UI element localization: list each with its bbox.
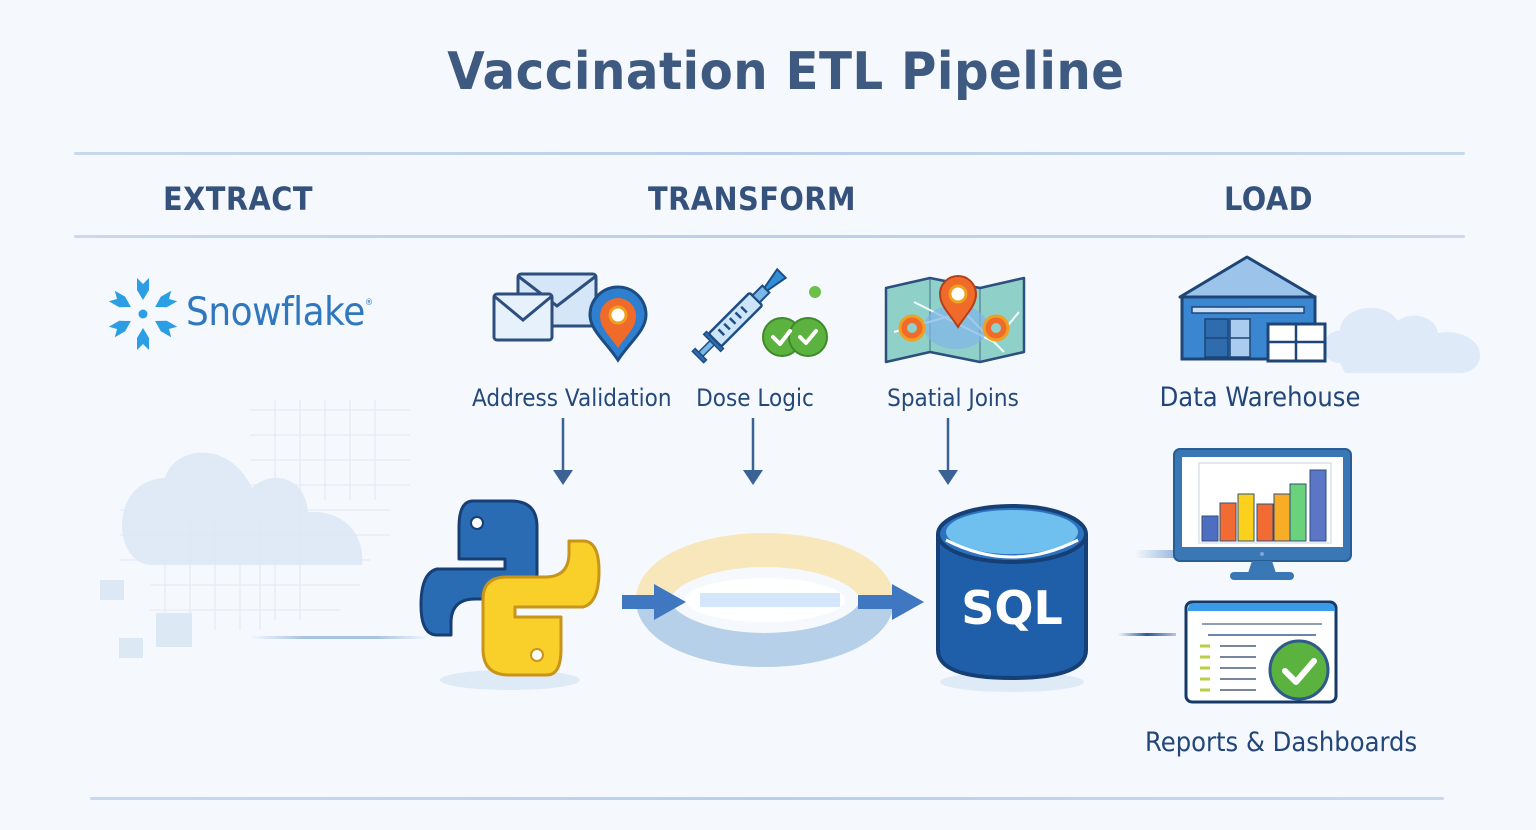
divider-headers xyxy=(74,235,1465,238)
down-arrow-dose xyxy=(743,418,763,485)
down-arrows xyxy=(553,418,958,485)
cloud-shape-left xyxy=(122,452,363,565)
down-arrow-spatial xyxy=(938,418,958,485)
phase-heading-transform: TRANSFORM xyxy=(648,180,856,218)
report-checkmark-icon xyxy=(1184,600,1338,704)
transform-flow-ring xyxy=(622,533,924,667)
check-circle xyxy=(1268,639,1330,701)
envelope-location-pin-icon xyxy=(492,272,648,363)
connector-to-report xyxy=(1118,633,1176,636)
step-label-spatial-joins: Spatial Joins xyxy=(887,384,1019,412)
connector-to-monitor xyxy=(1135,550,1180,558)
step-label-address-validation: Address Validation xyxy=(472,384,672,412)
warehouse-icon xyxy=(1178,255,1480,373)
mini-bar xyxy=(1309,469,1327,542)
divider-top xyxy=(74,152,1465,155)
flow-arrow-in xyxy=(622,584,686,620)
phase-heading-extract: EXTRACT xyxy=(163,180,313,218)
python-logo-icon xyxy=(419,499,601,690)
mini-bar xyxy=(1219,502,1237,542)
mini-bar xyxy=(1201,515,1219,542)
sql-label: SQL xyxy=(961,581,1063,635)
diagram-title: Vaccination ETL Pipeline xyxy=(447,42,1125,102)
background-cloud-grid-decoration xyxy=(100,400,410,658)
mini-bar xyxy=(1273,493,1291,542)
down-arrow-address xyxy=(553,418,573,485)
step-label-dose-logic: Dose Logic xyxy=(696,384,814,412)
cloud-shape-right xyxy=(1323,307,1480,373)
flow-arrow-out xyxy=(858,584,924,620)
destination-label-reports-dashboards: Reports & Dashboards xyxy=(1145,727,1418,758)
registered-mark: ® xyxy=(364,298,373,308)
monitor-bar-chart-icon xyxy=(1173,448,1352,580)
divider-bottom xyxy=(90,797,1444,800)
mini-bar-chart xyxy=(1201,469,1327,542)
destination-label-data-warehouse: Data Warehouse xyxy=(1159,382,1361,413)
map-pins-icon xyxy=(884,275,1026,364)
mini-bar xyxy=(1237,493,1255,542)
syringe-checkmarks-icon xyxy=(691,267,828,364)
snowflake-name: Snowflake xyxy=(186,290,365,335)
mini-bar xyxy=(1256,503,1274,542)
mini-bar xyxy=(1289,483,1307,542)
snowflake-wordmark: Snowflake® xyxy=(186,290,373,335)
phase-heading-load: LOAD xyxy=(1224,180,1314,218)
sql-database-icon: SQL xyxy=(936,504,1088,692)
snowflake-icon xyxy=(108,278,178,350)
connector-line-extract xyxy=(250,636,430,639)
